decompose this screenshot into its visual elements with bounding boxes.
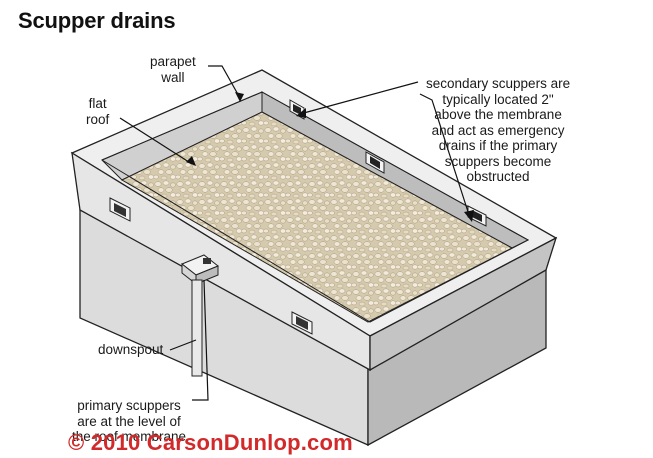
label-line: flat — [88, 96, 107, 111]
leader-primary — [192, 279, 209, 401]
label-line: drains if the primary — [438, 138, 558, 153]
label-secondary-scuppers: secondary scuppers are typically located… — [426, 76, 570, 185]
leader-flat-roof — [119, 117, 193, 165]
leader-parapet-wall — [208, 65, 241, 99]
label-line: roof — [86, 111, 110, 127]
leader-lines — [119, 65, 471, 401]
label-line: parapet — [150, 54, 196, 69]
secondary-scupper-2 — [365, 151, 385, 174]
copyright-notice: © 2010 CarsonDunlop.com — [68, 430, 353, 455]
leader-secondary-1 — [299, 81, 419, 115]
label-line: typically located 2" — [442, 91, 554, 107]
label-line: the roof membrane — [72, 429, 187, 444]
page-title: Scupper drains — [18, 8, 176, 33]
parapet-right-outer-face — [369, 236, 558, 372]
label-line: scuppers become — [444, 153, 552, 169]
label-line: above the membrane — [434, 107, 562, 122]
arrowheads — [186, 92, 474, 222]
leader-secondary-2 — [419, 93, 471, 219]
label-line: primary scuppers — [77, 398, 181, 413]
downspout — [191, 279, 203, 377]
secondary-scupper-front-left — [109, 197, 131, 222]
label-line: obstructed — [466, 169, 530, 184]
label-line: secondary scuppers are — [426, 76, 571, 91]
label-primary-scuppers: primary scuppers are at the level of the… — [72, 398, 186, 445]
leader-downspout — [169, 339, 197, 351]
label-parapet-wall: parapet wall — [150, 54, 196, 85]
label-line: and act as emergency — [431, 122, 565, 138]
secondary-scupper-front-right — [291, 311, 313, 335]
label-downspout: downspout — [98, 342, 164, 357]
label-line: are at the level of — [77, 413, 181, 429]
parapet-inner-rim — [101, 91, 530, 323]
label-line: wall — [161, 69, 185, 85]
label-flat-roof: flat roof — [86, 96, 109, 127]
